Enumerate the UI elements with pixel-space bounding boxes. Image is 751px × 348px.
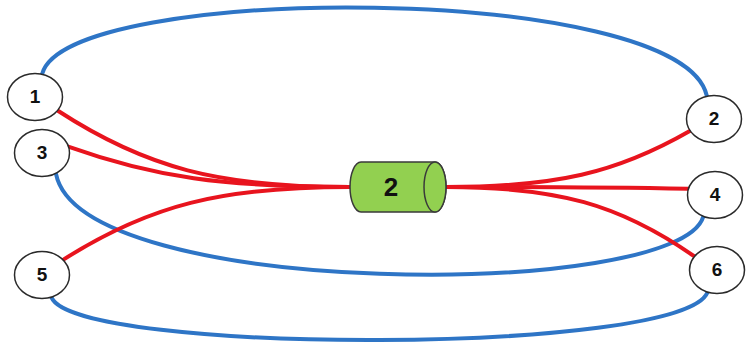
blue-loop-line bbox=[42, 7, 707, 95]
cylinder-body bbox=[350, 162, 446, 212]
circle-ring bbox=[15, 252, 70, 299]
part-number: 2 bbox=[384, 172, 398, 203]
callout-circle: 3 bbox=[13, 128, 71, 178]
callout-number: 5 bbox=[37, 264, 48, 286]
circle-ring bbox=[15, 130, 70, 177]
cylinder-end bbox=[424, 162, 446, 212]
circle-ring bbox=[8, 74, 63, 121]
callout-number: 2 bbox=[709, 108, 720, 130]
circle-ring bbox=[688, 172, 743, 219]
cylinder-part: 2 bbox=[348, 160, 448, 214]
circle-ring bbox=[690, 247, 745, 294]
callout-circle: 6 bbox=[688, 245, 746, 295]
red-link-line bbox=[58, 111, 350, 187]
callout-number: 3 bbox=[37, 142, 48, 164]
callout-circle: 1 bbox=[6, 72, 64, 122]
red-link-line bbox=[446, 187, 694, 256]
blue-loop-line bbox=[52, 293, 708, 340]
callout-circle: 5 bbox=[13, 250, 71, 300]
red-link-line bbox=[69, 147, 350, 187]
callout-number: 1 bbox=[30, 86, 41, 108]
circle-ring bbox=[687, 96, 742, 143]
callout-number: 6 bbox=[712, 259, 723, 281]
red-link-line bbox=[446, 131, 690, 187]
callout-circle: 2 bbox=[685, 94, 743, 144]
callout-circle: 4 bbox=[686, 170, 744, 220]
callout-number: 4 bbox=[710, 184, 721, 206]
red-link-line bbox=[63, 187, 350, 260]
